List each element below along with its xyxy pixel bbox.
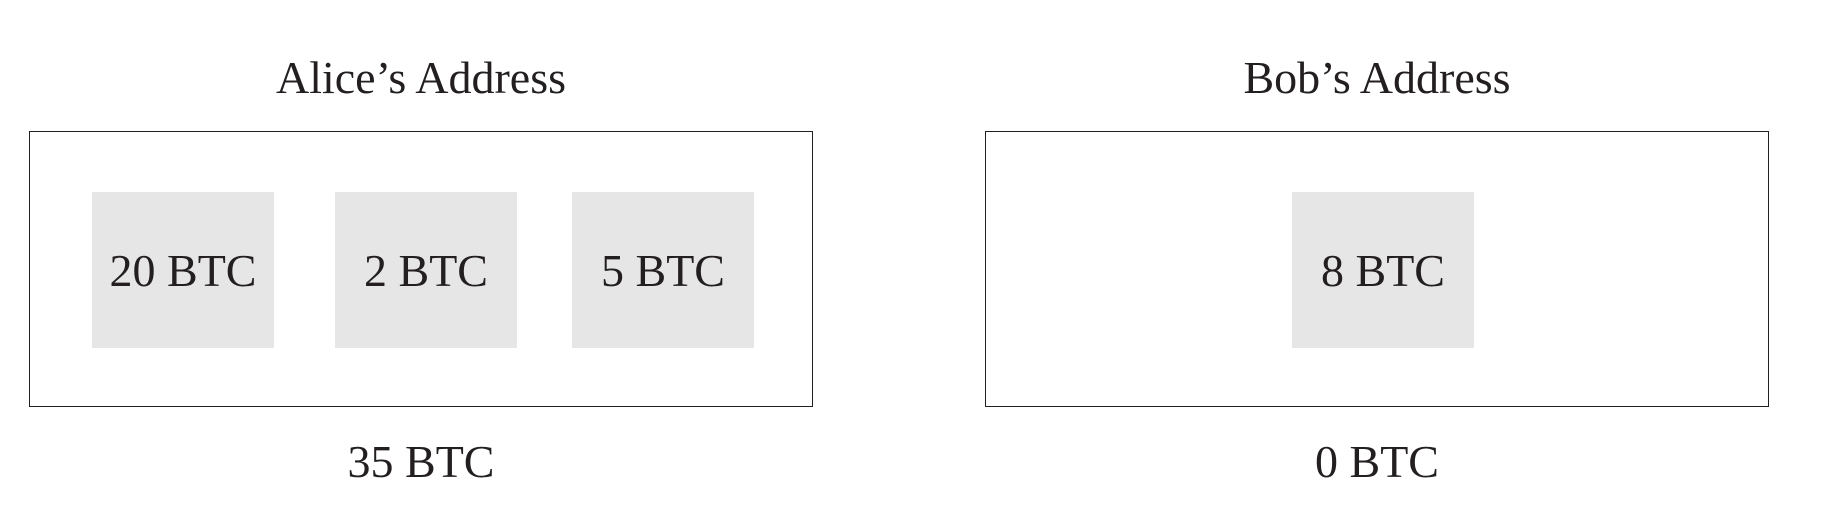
- bob-address-title: Bob’s Address: [1243, 52, 1511, 103]
- bob-total: 0 BTC: [1315, 436, 1439, 487]
- alice-total: 35 BTC: [347, 436, 495, 487]
- alice-coin-3: 5 BTC: [572, 192, 754, 348]
- bob-coin-1: 8 BTC: [1292, 192, 1474, 348]
- alice-coin-1: 20 BTC: [92, 192, 274, 348]
- alice-address-title: Alice’s Address: [275, 52, 566, 103]
- alice-address-box: 20 BTC 2 BTC 5 BTC: [29, 131, 813, 407]
- bob-address-box: 8 BTC: [985, 131, 1769, 407]
- alice-coin-2: 2 BTC: [335, 192, 517, 348]
